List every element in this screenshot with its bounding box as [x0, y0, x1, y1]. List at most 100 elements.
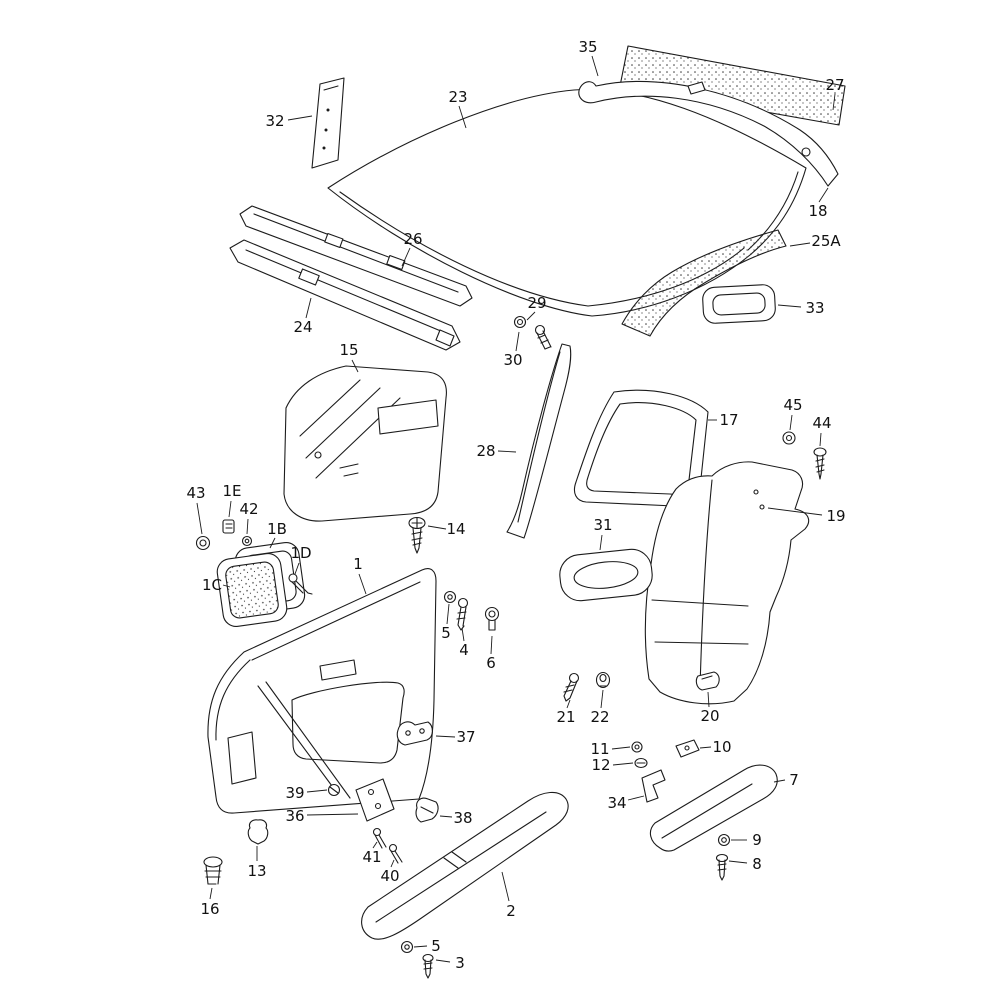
leader-line-27-1: [832, 93, 836, 111]
part-label-35-0: 35: [578, 38, 597, 56]
leader-line-42-19: [246, 518, 249, 535]
leader-line-5-26: [446, 603, 450, 625]
part-label-12-33: 12: [591, 756, 610, 774]
part-label-44-14: 44: [812, 414, 831, 432]
leader-line-38-40: [439, 815, 453, 818]
part-label-15-11: 15: [339, 341, 358, 359]
leader-line-37-35: [435, 735, 456, 738]
part-1c-speaker-grille: [216, 553, 288, 627]
leader-line-6-28: [490, 635, 493, 655]
part-label-26-5: 26: [403, 230, 422, 248]
part-39-clip: [327, 783, 341, 797]
leader-line-33-9: [777, 304, 802, 308]
leader-line-1b-20: [269, 537, 276, 549]
part-label-6-28: 6: [486, 654, 496, 672]
part-label-28-15: 28: [476, 442, 495, 460]
part-label-41-42: 41: [362, 848, 381, 866]
part-label-23-3: 23: [448, 88, 467, 106]
leader-line-22-30: [600, 689, 604, 709]
part-29-grommet: [513, 315, 527, 329]
leader-line-12-33: [612, 762, 634, 766]
part-4-screw: [456, 597, 469, 631]
part-15-glass: [283, 365, 447, 522]
part-label-33-9: 33: [805, 299, 824, 317]
leader-line-36-39: [306, 813, 359, 816]
leader-line-43-17: [196, 502, 203, 535]
part-label-43-17: 43: [186, 484, 205, 502]
part-42-grommet: [241, 535, 253, 547]
part-label-14-23: 14: [446, 520, 465, 538]
leader-line-1-24: [358, 573, 367, 595]
part-label-9-41: 9: [752, 831, 762, 849]
leader-line-23-3: [458, 105, 467, 129]
part-label-20-31: 20: [700, 707, 719, 725]
leader-line-18-4: [818, 187, 829, 203]
part-label-32-2: 32: [265, 112, 284, 130]
part-label-17-12: 17: [719, 411, 738, 429]
part-label-31-25: 31: [593, 516, 612, 534]
part-label-2-46: 2: [506, 902, 516, 920]
leader-line-28-15: [497, 450, 517, 453]
leader-line-41-42: [372, 841, 378, 849]
part-7-trim-strip: [649, 764, 778, 852]
leader-line-30-10: [515, 331, 520, 352]
part-1-door-panel: [207, 568, 437, 814]
leader-line-7-36: [773, 779, 786, 783]
part-label-1e-18: 1E: [222, 482, 241, 500]
part-13-clip: [247, 819, 269, 845]
part-3-screw: [422, 953, 434, 979]
part-38-clip: [415, 797, 439, 823]
leader-lines-layer: [196, 55, 836, 963]
leader-line-15-11: [351, 359, 359, 373]
part-20-clip: [695, 671, 720, 691]
part-32-pillar-trim: [311, 77, 345, 169]
part-25a-trim: [621, 229, 787, 337]
part-label-11-32: 11: [590, 740, 609, 758]
part-label-42-19: 42: [239, 500, 258, 518]
part-label-16-47: 16: [200, 900, 219, 918]
leader-line-45-13: [789, 414, 793, 431]
leader-line-16-47: [209, 887, 213, 900]
part-label-25a-6: 25A: [811, 232, 841, 250]
part-label-1d-21: 1D: [290, 544, 311, 562]
leader-line-1e-18: [228, 500, 232, 518]
part-label-4-27: 4: [459, 641, 469, 659]
part-5-grommet-lower: [400, 940, 414, 954]
part-40-screw: [388, 843, 403, 864]
part-label-1-24: 1: [353, 555, 363, 573]
part-label-36-39: 36: [285, 807, 304, 825]
part-label-39-38: 39: [285, 784, 304, 802]
part-43-grommet: [195, 535, 211, 551]
part-26-rail: [239, 205, 473, 307]
part-34-bracket: [641, 769, 666, 803]
leader-line-1c-22: [222, 584, 231, 588]
part-5-grommet-upper: [443, 590, 457, 604]
part-label-34-37: 34: [607, 794, 626, 812]
part-44-screw: [813, 447, 827, 480]
part-19-quarter-trim: [644, 461, 810, 705]
leader-line-5-48: [413, 945, 428, 948]
leader-line-4-27: [461, 627, 465, 642]
leader-line-20-31: [707, 691, 710, 708]
part-37-bracket: [396, 721, 433, 746]
leader-line-21-29: [566, 699, 571, 709]
part-label-10-34: 10: [712, 738, 731, 756]
part-36-plate: [355, 778, 395, 822]
leader-line-3-49: [435, 959, 451, 963]
part-21-screw: [563, 672, 580, 702]
leader-line-40-45: [390, 859, 395, 868]
part-45-washer: [782, 431, 796, 445]
part-label-8-43: 8: [752, 855, 762, 873]
part-label-22-30: 22: [590, 708, 609, 726]
part-label-1c-22: 1C: [202, 576, 222, 594]
part-35-roof-rail: [578, 81, 839, 187]
part-6-push-pin: [484, 606, 500, 631]
part-label-40-45: 40: [380, 867, 399, 885]
leader-line-8-43: [728, 860, 748, 864]
leader-line-24-7: [305, 297, 312, 319]
leader-line-32-2: [287, 115, 313, 121]
part-1d-screw: [288, 573, 313, 595]
part-label-7-36: 7: [789, 771, 799, 789]
